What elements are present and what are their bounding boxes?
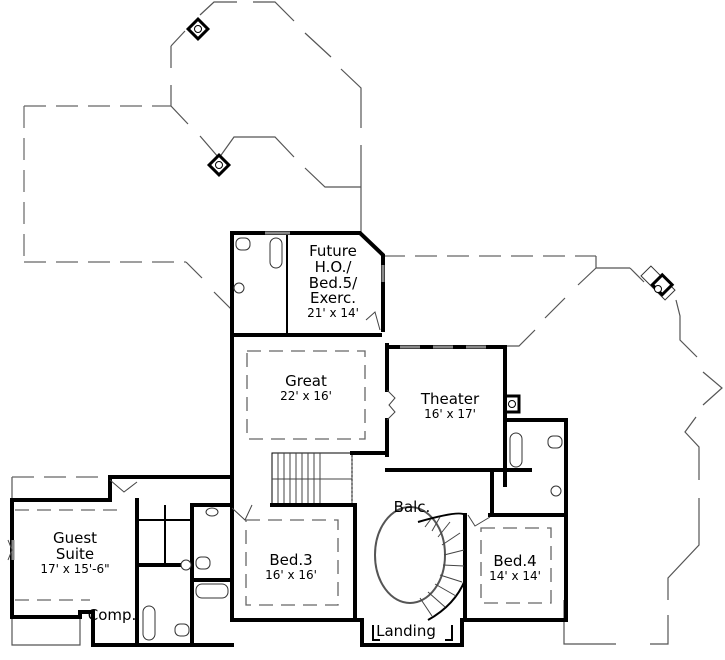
room-label-great: Great 22' x 16' [280, 372, 332, 403]
chimney-icon-middle [206, 152, 232, 178]
doors [7, 311, 491, 561]
bath-fixtures [142, 237, 563, 641]
chimney-icon-theater [503, 394, 521, 414]
chimney-icon-top [185, 16, 211, 42]
roof-outline [11, 1, 723, 646]
room-label-guest-suite: Guest Suite 17' x 15'-6" [40, 529, 110, 576]
ceiling-outlines [15, 350, 552, 606]
room-label-balc: Balc. [393, 498, 431, 516]
room-label-bed3: Bed.3 16' x 16' [265, 551, 317, 582]
room-label-bed4: Bed.4 14' x 14' [489, 552, 541, 583]
spiral-stair [374, 506, 466, 621]
room-label-comp: Comp. [87, 606, 137, 624]
chimney-icon-right [640, 265, 676, 301]
walls [10, 231, 568, 647]
room-label-theater: Theater 16' x 17' [420, 390, 480, 421]
room-label-future: Future H.O./ Bed.5/ Exerc. 21' x 14' [307, 242, 359, 320]
room-label-landing: Landing [376, 622, 436, 640]
